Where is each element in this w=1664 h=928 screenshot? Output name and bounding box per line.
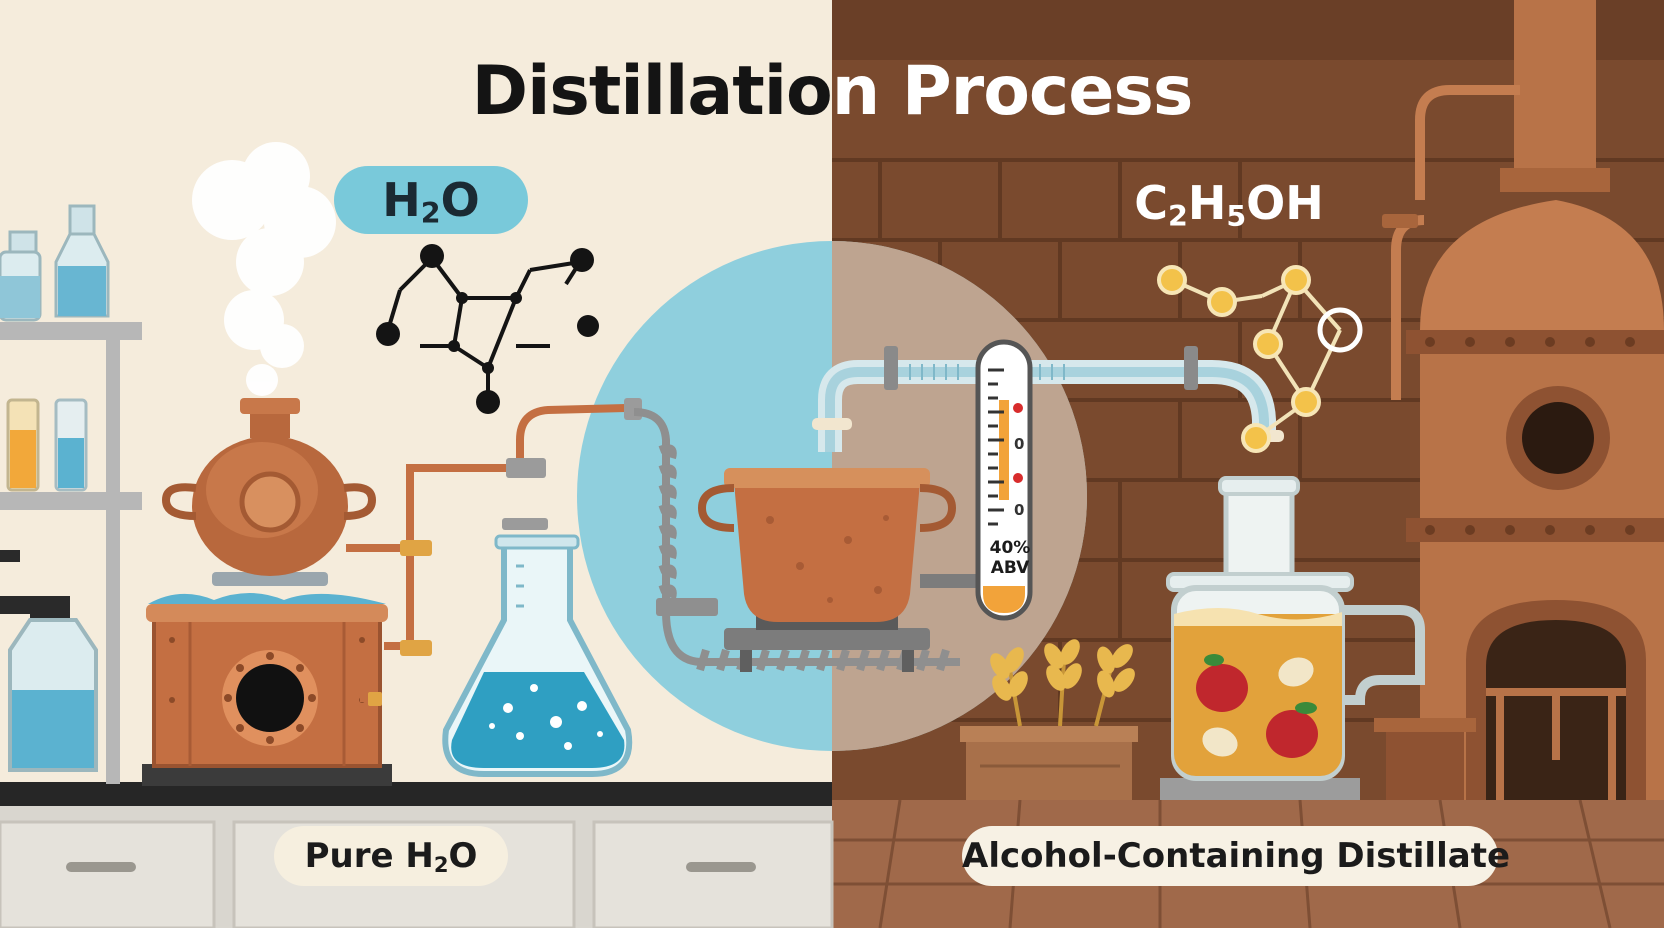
pipe-clamps — [502, 398, 642, 530]
label-subscript: 2 — [433, 852, 449, 878]
central-copper-pot — [697, 468, 982, 672]
vapor-tube — [812, 346, 1284, 452]
distillate-label: Alcohol-Containing Distillate — [962, 826, 1510, 886]
title-dark-part: Distillatio — [471, 52, 833, 131]
formula-text: OH — [1246, 176, 1324, 230]
reading-line: 40% — [989, 538, 1031, 558]
thermometer-reading: 40%ABV — [982, 538, 1038, 578]
title-light-part: n Process — [831, 52, 1194, 131]
formula-text: H — [1187, 176, 1227, 230]
right-molecule-atoms — [1157, 265, 1363, 453]
page-title: Distillation Process — [0, 52, 1664, 132]
distillate-jar — [1160, 476, 1425, 800]
label-text: O — [448, 836, 478, 876]
coil-condenser — [633, 408, 960, 672]
copper-boiler — [142, 593, 392, 786]
ethanol-formula: C2H5OH — [1104, 170, 1354, 236]
pure-water-label: Pure H2O — [274, 826, 508, 886]
thermometer-tick-label: 0 — [1014, 501, 1024, 519]
left-molecule-atoms — [376, 244, 599, 414]
steam-cloud — [192, 142, 336, 396]
pipe-joints-left — [368, 540, 432, 706]
water-formula-badge: H2O — [334, 166, 528, 234]
formula-subscript: 2 — [1167, 200, 1188, 234]
thermometer — [975, 339, 1033, 621]
thermometer-tick-label: 0 — [1014, 435, 1024, 453]
water-flask — [442, 534, 633, 777]
wheat-crate — [960, 726, 1138, 800]
label-text: Pure H — [304, 836, 434, 876]
formula-text: H — [382, 173, 421, 227]
formula-text: O — [440, 173, 480, 227]
pot-still-head — [161, 398, 377, 586]
formula-text: C — [1134, 176, 1168, 230]
formula-subscript: 5 — [1226, 200, 1247, 234]
lab-shelf — [0, 204, 142, 784]
formula-subscript: 2 — [420, 197, 441, 231]
condenser-valve — [656, 598, 718, 616]
reading-unit: ABV — [990, 558, 1030, 578]
column-still — [1374, 0, 1664, 800]
wheat-stalks — [990, 639, 1135, 727]
